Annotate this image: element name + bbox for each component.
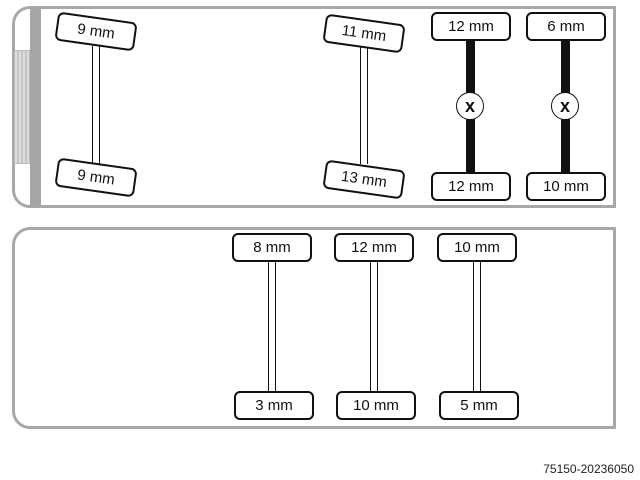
trailer-axle-1 [268,260,276,394]
tread-depth: 12 mm [448,18,494,35]
tread-depth: 13 mm [340,167,388,192]
truck-axle-2 [360,46,368,164]
truck-cab [30,8,41,206]
tread-depth: 9 mm [76,166,116,189]
tread-depth: 3 mm [255,397,293,414]
trailer-axle-3 [473,260,481,394]
tread-depth: 10 mm [353,397,399,414]
truck-axle-3-bottom-tire: 12 mm [431,172,511,201]
tread-depth: 6 mm [547,18,585,35]
truck-cab-window [14,50,30,164]
tread-depth: 5 mm [460,397,498,414]
trailer-axle-3-top-tire: 10 mm [437,233,517,262]
trailer-axle-2-top-tire: 12 mm [334,233,414,262]
truck-axle-1 [92,46,100,164]
lift-axle-marker: x [456,92,484,120]
truck-axle-3-top-tire: 12 mm [431,12,511,41]
tread-depth: 12 mm [351,239,397,256]
trailer-axle-1-top-tire: 8 mm [232,233,312,262]
trailer-axle-1-bottom-tire: 3 mm [234,391,314,420]
tread-depth: 10 mm [543,178,589,195]
truck-axle-4-bottom-tire: 10 mm [526,172,606,201]
tread-depth: 11 mm [340,21,388,46]
tread-depth: 9 mm [76,20,116,43]
reference-number: 75150-20236050 [543,462,634,476]
trailer-outline [12,227,616,429]
tread-depth: 8 mm [253,239,291,256]
trailer-axle-2-bottom-tire: 10 mm [336,391,416,420]
lift-axle-marker: x [551,92,579,120]
tread-depth: 12 mm [448,178,494,195]
truck-axle-4-top-tire: 6 mm [526,12,606,41]
trailer-axle-2 [370,260,378,394]
tread-depth: 10 mm [454,239,500,256]
trailer-axle-3-bottom-tire: 5 mm [439,391,519,420]
